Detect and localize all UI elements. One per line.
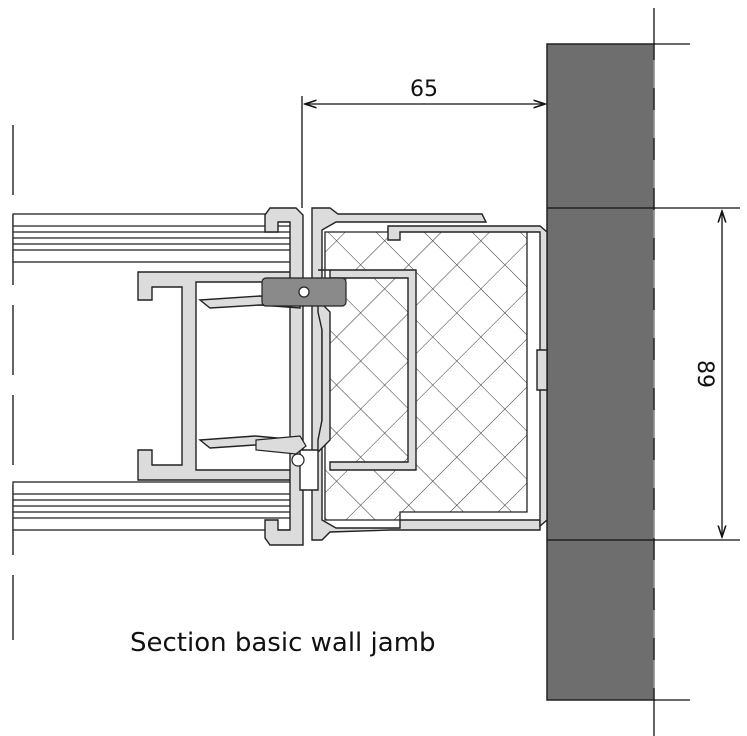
wall-reference-lines bbox=[547, 8, 740, 736]
section-caption: Section basic wall jamb bbox=[130, 628, 436, 658]
masonry-wall bbox=[546, 43, 655, 701]
upper-glass-pane bbox=[12, 213, 292, 263]
width-dimension bbox=[301, 96, 545, 208]
lower-gasket bbox=[255, 435, 307, 467]
thermal-break-gasket bbox=[261, 277, 347, 307]
width-dimension-label: 65 bbox=[410, 77, 438, 102]
lower-glass-pane bbox=[12, 481, 292, 531]
height-dimension-label: 89 bbox=[692, 360, 717, 388]
